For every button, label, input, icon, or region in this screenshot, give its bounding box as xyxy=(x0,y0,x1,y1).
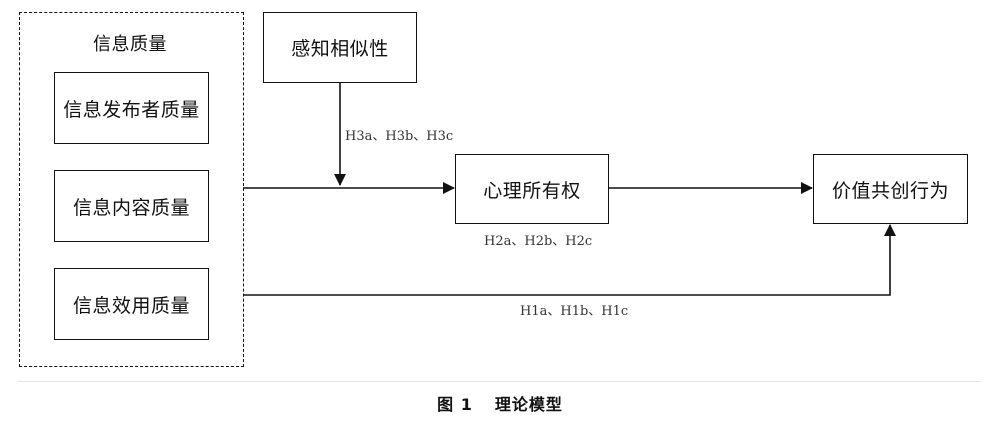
information-quality-group xyxy=(19,12,244,367)
figure-number: 图 1 xyxy=(437,395,473,414)
psychological-ownership-box: 心理所有权 xyxy=(455,154,609,224)
direct-path-label: H1a、H1b、H1c xyxy=(520,304,629,319)
content-quality-box: 信息内容质量 xyxy=(54,170,209,242)
figure-title: 理论模型 xyxy=(494,395,563,414)
caption-divider xyxy=(18,381,980,382)
mediator-path-label: H2a、H2b、H2c xyxy=(484,234,593,249)
value-cocreation-box: 价值共创行为 xyxy=(813,154,968,224)
perceived-similarity-box: 感知相似性 xyxy=(263,12,417,83)
publisher-quality-box: 信息发布者质量 xyxy=(54,72,209,144)
figure-caption: 图 1 理论模型 xyxy=(0,391,1000,415)
moderation-label: H3a、H3b、H3c xyxy=(345,129,454,144)
group-title: 信息质量 xyxy=(93,34,167,55)
utility-quality-box: 信息效用质量 xyxy=(54,268,209,340)
direct-effect-arrow xyxy=(243,224,896,296)
